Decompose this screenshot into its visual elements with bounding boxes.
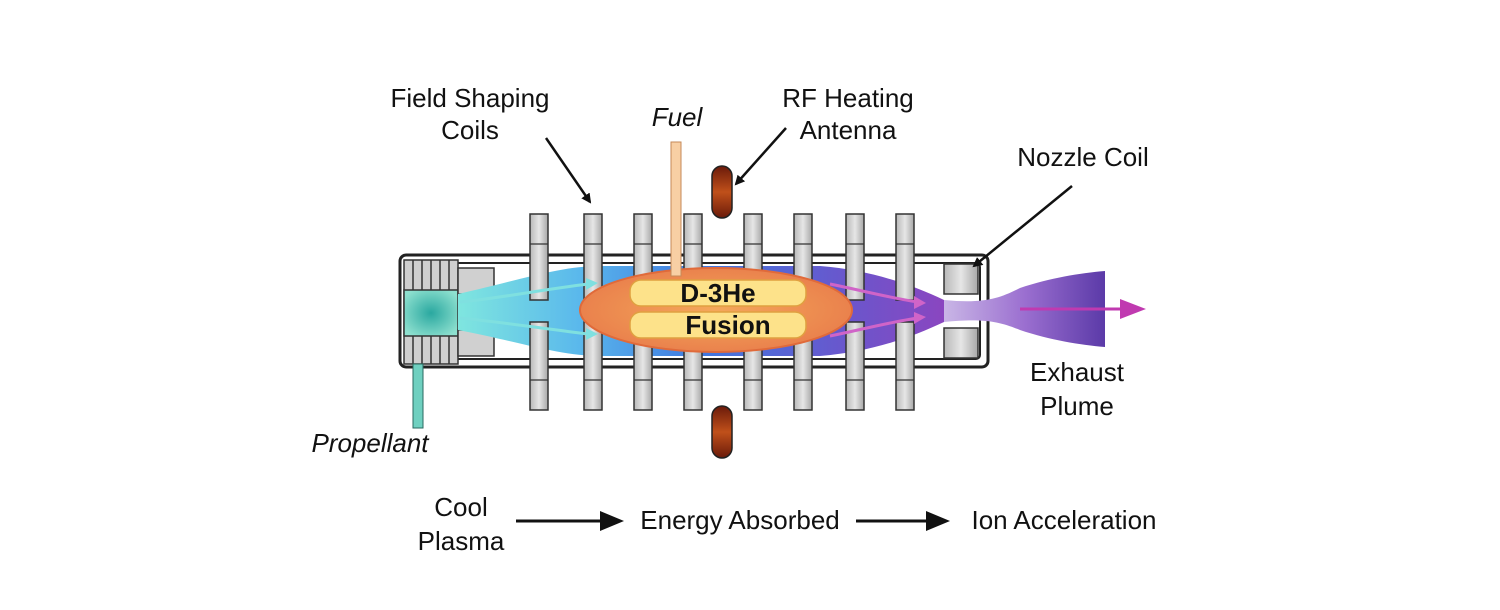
nozzle-coil-label: Nozzle Coil (1017, 142, 1149, 172)
flow-arrowhead-2 (926, 511, 950, 531)
nozzle-coil (943, 263, 979, 359)
rf-heating-antenna-label-line2: Antenna (800, 115, 897, 145)
field-shaping-coil (583, 213, 603, 411)
rf-antenna-bottom (711, 405, 733, 459)
fusion-label-line2: Fusion (685, 310, 770, 340)
field-shaping-coil (895, 213, 915, 411)
fusion-core (579, 267, 853, 353)
rf-antenna-leader-arrow (734, 127, 787, 186)
flow-step-ion-acceleration: Ion Acceleration (971, 505, 1156, 535)
rf-antenna-top (711, 165, 733, 219)
exhaust-plume-label-line2: Plume (1040, 391, 1114, 421)
fuel-label: Fuel (652, 102, 704, 132)
rf-heating-antenna-label-line1: RF Heating (782, 83, 914, 113)
field-shaping-coil (845, 213, 865, 411)
exhaust-arrowhead (1120, 299, 1146, 319)
field-shaping-coils-label-line2: Coils (441, 115, 499, 145)
plasma-flow-arrows (459, 278, 926, 340)
flow-step-energy-absorbed: Energy Absorbed (640, 505, 839, 535)
field-shaping-coils-label-line1: Field Shaping (391, 83, 550, 113)
field-shaping-coil (529, 213, 549, 411)
propellant-label: Propellant (311, 428, 430, 458)
exhaust-plume-label-line1: Exhaust (1030, 357, 1125, 387)
fuel-injection-line (670, 141, 682, 277)
field-coils-leader-arrow (544, 137, 592, 204)
nozzle-coil-leader-arrow (972, 185, 1073, 268)
fusion-label-line1: D-3He (680, 278, 755, 308)
propellant-feed-line (412, 363, 424, 429)
flow-step-cool-plasma-line2: Plasma (418, 526, 505, 556)
flow-step-cool-plasma-line1: Cool (434, 492, 487, 522)
flow-arrowhead-1 (600, 511, 624, 531)
